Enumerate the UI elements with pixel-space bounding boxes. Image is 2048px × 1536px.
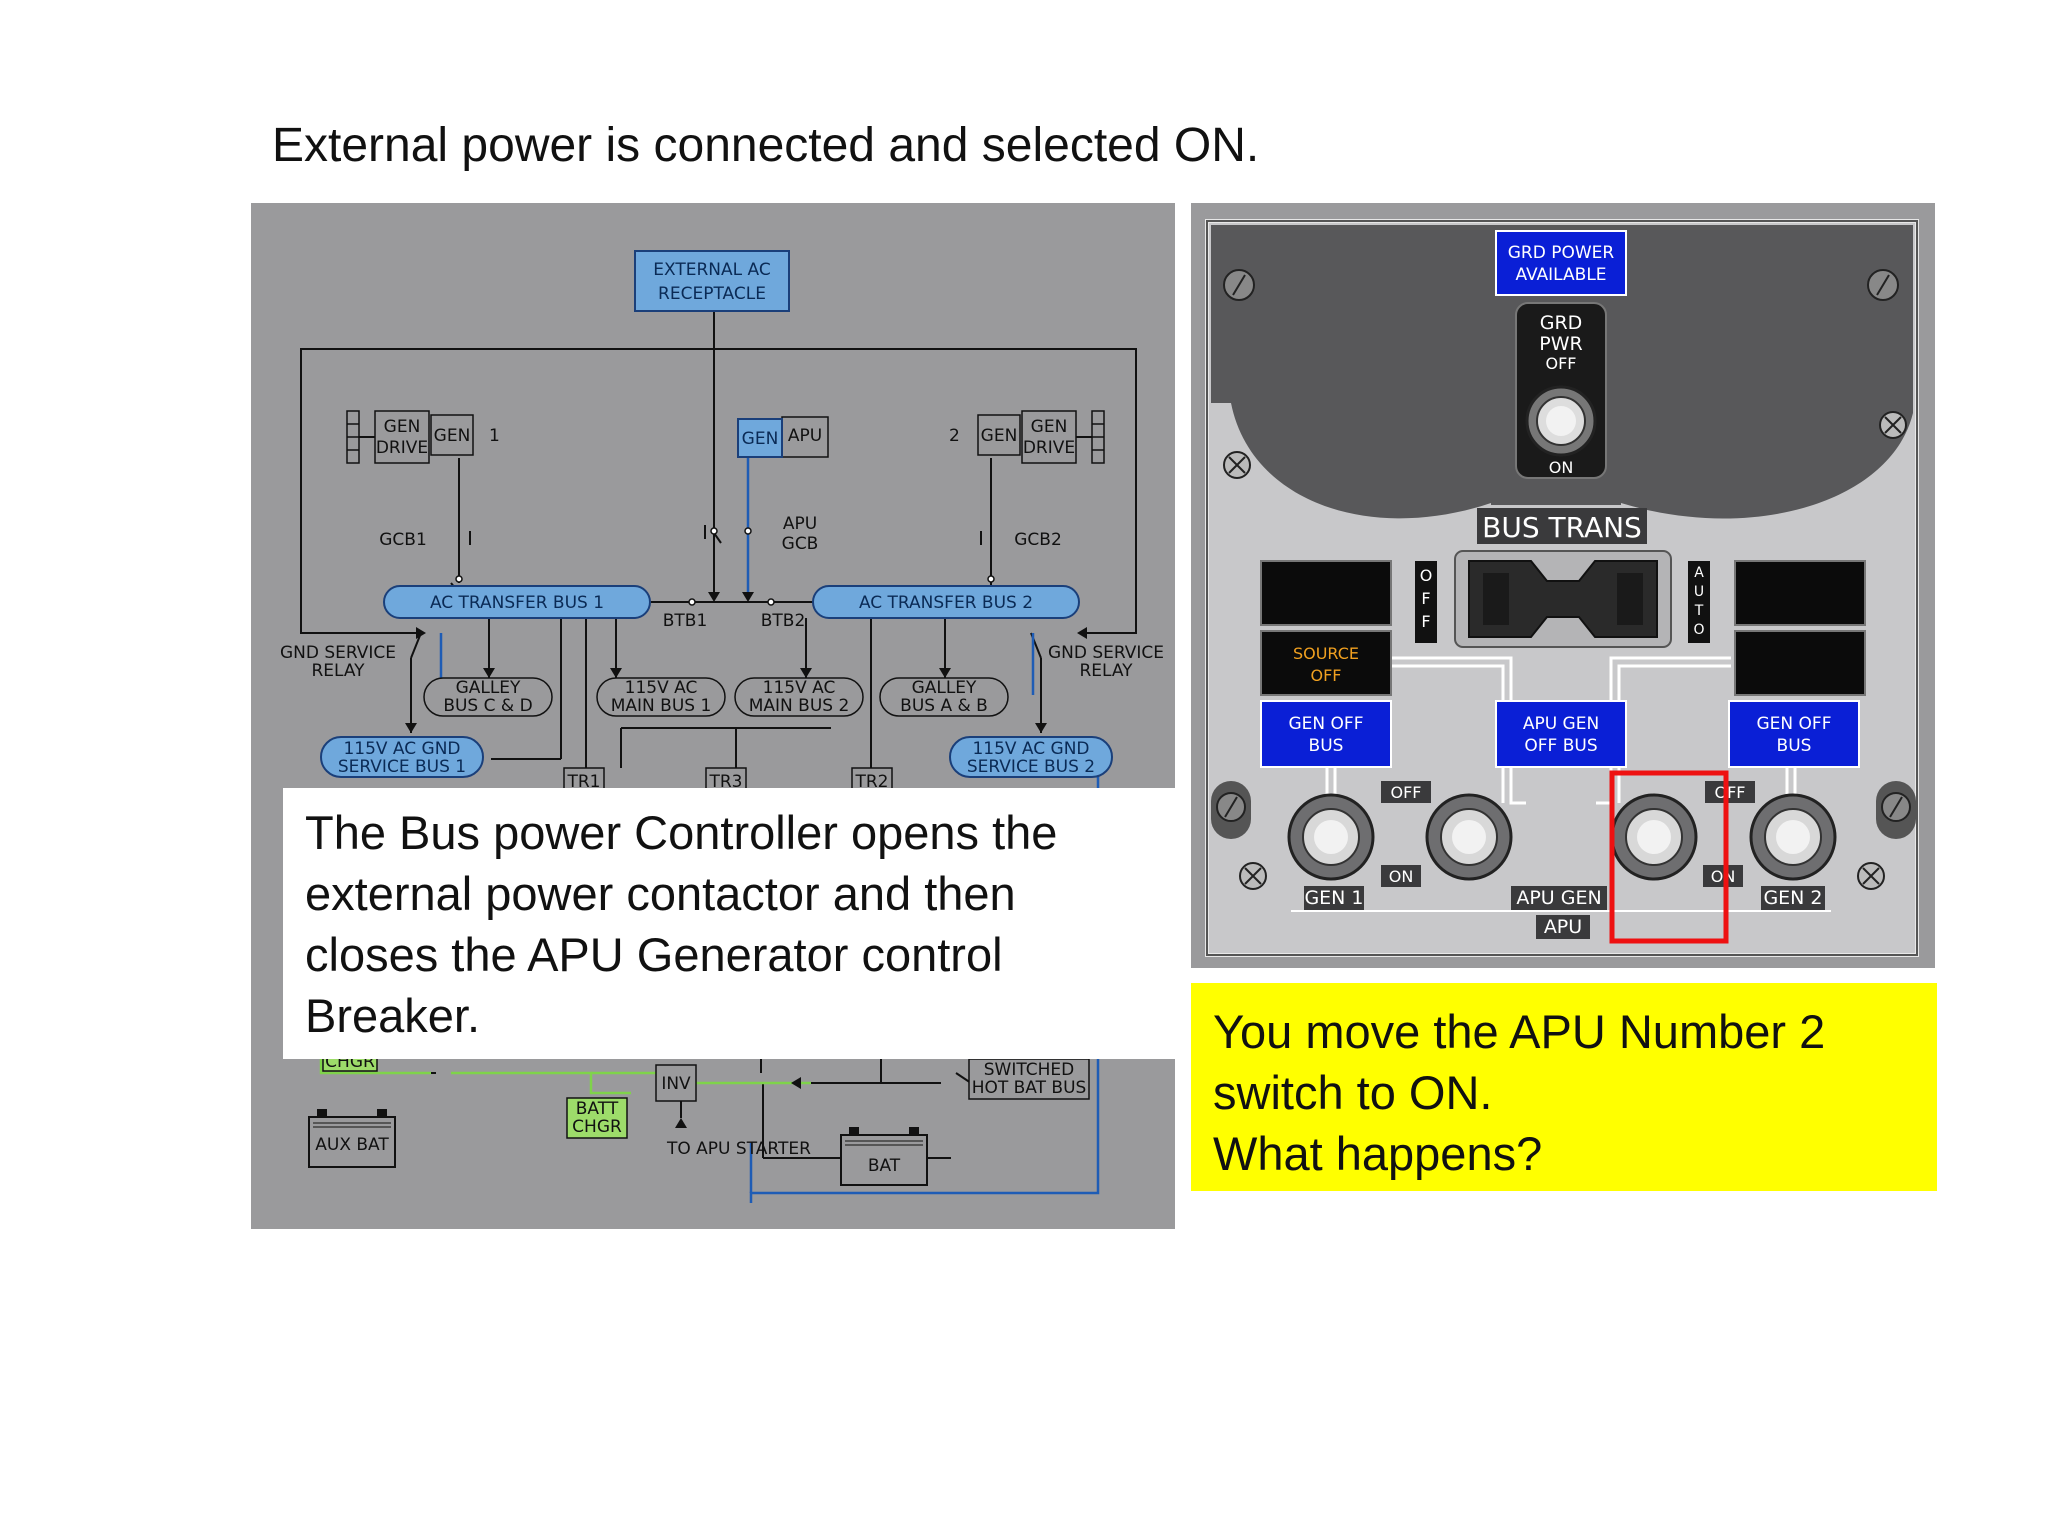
apu-gen-1-switch[interactable] xyxy=(1425,793,1513,881)
callout-line-2: external power contactor and then xyxy=(305,867,1016,920)
apu-gen-off-bus-line1: APU GEN xyxy=(1523,714,1599,734)
bus-trans-auto-t: T xyxy=(1694,603,1704,619)
bus-trans-off-o: O xyxy=(1420,566,1433,585)
galley-bus-cd-line1: GALLEY xyxy=(456,678,521,698)
btb1-label: BTB1 xyxy=(663,611,708,631)
grd-pwr-label-1: GRD xyxy=(1540,312,1583,334)
main-bus-1-line2: MAIN BUS 1 xyxy=(611,696,712,716)
gen2-drive-label-2: DRIVE xyxy=(1023,438,1075,458)
grd-pwr-toggle-switch[interactable] xyxy=(1525,385,1597,457)
tr2-label: TR2 xyxy=(854,772,888,792)
gen2-drive-label-1: GEN xyxy=(1031,417,1068,437)
apu-gen-off-bus-line2: OFF BUS xyxy=(1524,736,1597,756)
grd-power-available-line1: GRD POWER xyxy=(1508,243,1615,263)
galley-bus-cd-line2: BUS C & D xyxy=(443,696,532,716)
gen2-label: GEN 2 xyxy=(1763,887,1822,909)
electrical-overhead-panel: GRD POWER AVAILABLE GRD PWR OFF ON BUS T… xyxy=(1191,203,1935,968)
grd-pwr-off-label: OFF xyxy=(1546,354,1577,373)
external-ac-receptacle-line1: EXTERNAL AC xyxy=(653,260,770,280)
gnd-service-bus-2-line1: 115V AC GND xyxy=(972,739,1089,759)
gcb2-label: GCB2 xyxy=(1014,530,1062,550)
galley-bus-ab-line2: BUS A & B xyxy=(900,696,988,716)
ac-transfer-bus-2: AC TRANSFER BUS 2 xyxy=(859,593,1033,613)
gen1-number: 1 xyxy=(489,426,500,446)
bat-label: BAT xyxy=(868,1156,901,1176)
btb2-label: BTB2 xyxy=(761,611,806,631)
gnd-service-relay-2-line1: GND SERVICE xyxy=(1048,643,1164,663)
apu-gcb-label-2: GCB xyxy=(782,534,819,554)
question-line-1: You move the APU Number 2 xyxy=(1213,1005,1826,1058)
gen1-label: GEN 1 xyxy=(1304,887,1363,909)
gen2-number: 2 xyxy=(949,426,960,446)
explanation-callout: The Bus power Controller opens the exter… xyxy=(283,788,1176,1059)
bus-trans-off-f1: F xyxy=(1421,589,1430,608)
apu-gen-2-switch[interactable] xyxy=(1610,793,1698,881)
gnd-service-relay-1-line2: RELAY xyxy=(311,661,365,681)
gnd-service-bus-2-line2: SERVICE BUS 2 xyxy=(967,757,1095,777)
callout-line-4: Breaker. xyxy=(305,989,481,1042)
gen-sw-on-label-right: ON xyxy=(1711,867,1736,886)
inv-label: INV xyxy=(661,1074,691,1094)
schematic-svg: EXTERNAL AC RECEPTACLE GEN DRIVE GEN 1 2… xyxy=(280,250,1164,1203)
grd-power-available-line2: AVAILABLE xyxy=(1515,265,1606,285)
electrical-schematic: EXTERNAL AC RECEPTACLE GEN DRIVE GEN 1 2… xyxy=(251,203,1175,1229)
gen1-drive-label-1: GEN xyxy=(384,417,421,437)
switched-hot-bat-bus-line1: SWITCHED xyxy=(984,1060,1075,1080)
gen1-off-bus-line2: BUS xyxy=(1309,736,1344,756)
gen-sw-off-label-right: OFF xyxy=(1715,783,1746,802)
grd-pwr-label-2: PWR xyxy=(1539,333,1582,355)
gen1-drive-label-2: DRIVE xyxy=(376,438,428,458)
grd-pwr-on-label: ON xyxy=(1549,458,1574,477)
question-box: You move the APU Number 2 switch to ON. … xyxy=(1191,983,1937,1191)
bus-trans-label: BUS TRANS xyxy=(1482,511,1642,544)
main-bus-2-line1: 115V AC xyxy=(763,678,836,698)
gnd-service-bus-1-line2: SERVICE BUS 1 xyxy=(338,757,466,777)
gen2-off-bus-line1: GEN OFF xyxy=(1757,714,1832,734)
question-line-2: switch to ON. xyxy=(1213,1066,1493,1119)
bus-trans-off-f2: F xyxy=(1421,612,1430,631)
external-ac-receptacle-line2: RECEPTACLE xyxy=(658,284,766,304)
bus-trans-auto-o: O xyxy=(1693,622,1704,638)
gnd-service-bus-1-line1: 115V AC GND xyxy=(343,739,460,759)
main-bus-2-line2: MAIN BUS 2 xyxy=(749,696,850,716)
apu-gcb-label-1: APU xyxy=(783,514,817,534)
gen1-label: GEN xyxy=(434,426,471,446)
gen-sw-off-label-left: OFF xyxy=(1391,783,1422,802)
gen1-switch[interactable] xyxy=(1287,793,1375,881)
galley-bus-ab-line1: GALLEY xyxy=(912,678,977,698)
gen2-switch[interactable] xyxy=(1749,793,1837,881)
question-line-3: What happens? xyxy=(1213,1127,1543,1180)
apu-label: APU xyxy=(788,426,822,446)
gcb1-label: GCB1 xyxy=(379,530,427,550)
callout-line-1: The Bus power Controller opens the xyxy=(305,806,1058,859)
gnd-service-relay-2-line2: RELAY xyxy=(1079,661,1133,681)
source-off-line2: OFF xyxy=(1311,666,1342,685)
gnd-service-relay-1-line1: GND SERVICE xyxy=(280,643,396,663)
gen1-off-bus-line1: GEN OFF xyxy=(1289,714,1364,734)
bus-trans-auto-u: U xyxy=(1694,584,1704,600)
tr1-label: TR1 xyxy=(566,772,600,792)
switched-hot-bat-bus-line2: HOT BAT BUS xyxy=(972,1078,1087,1098)
batt-chgr-line1: BATT xyxy=(576,1099,619,1119)
slide-title: External power is connected and selected… xyxy=(272,119,1260,172)
callout-line-3: closes the APU Generator control xyxy=(305,928,1003,981)
apu-gen-label: APU GEN xyxy=(1516,887,1601,909)
source-off-line1: SOURCE xyxy=(1293,644,1359,663)
apu-label: APU xyxy=(1544,916,1582,938)
to-apu-starter-label: TO APU STARTER xyxy=(666,1139,811,1159)
tr3-label: TR3 xyxy=(708,772,742,792)
batt-chgr-line2: CHGR xyxy=(572,1117,622,1137)
gen-sw-on-label-left: ON xyxy=(1389,867,1414,886)
apu-gen-label: GEN xyxy=(742,429,779,449)
main-bus-1-line1: 115V AC xyxy=(625,678,698,698)
aux-bat-label: AUX BAT xyxy=(315,1135,389,1155)
apu-gen-2-switch-highlight xyxy=(1609,770,1729,944)
bus-trans-auto-a: A xyxy=(1694,565,1704,581)
panel-screws xyxy=(1211,269,1916,890)
gen2-label: GEN xyxy=(981,426,1018,446)
gen2-off-bus-line2: BUS xyxy=(1777,736,1812,756)
panel-svg: GRD POWER AVAILABLE GRD PWR OFF ON BUS T… xyxy=(1205,219,1919,957)
bus-trans-selector-switch[interactable] xyxy=(1454,550,1672,648)
ac-transfer-bus-1: AC TRANSFER BUS 1 xyxy=(430,593,604,613)
